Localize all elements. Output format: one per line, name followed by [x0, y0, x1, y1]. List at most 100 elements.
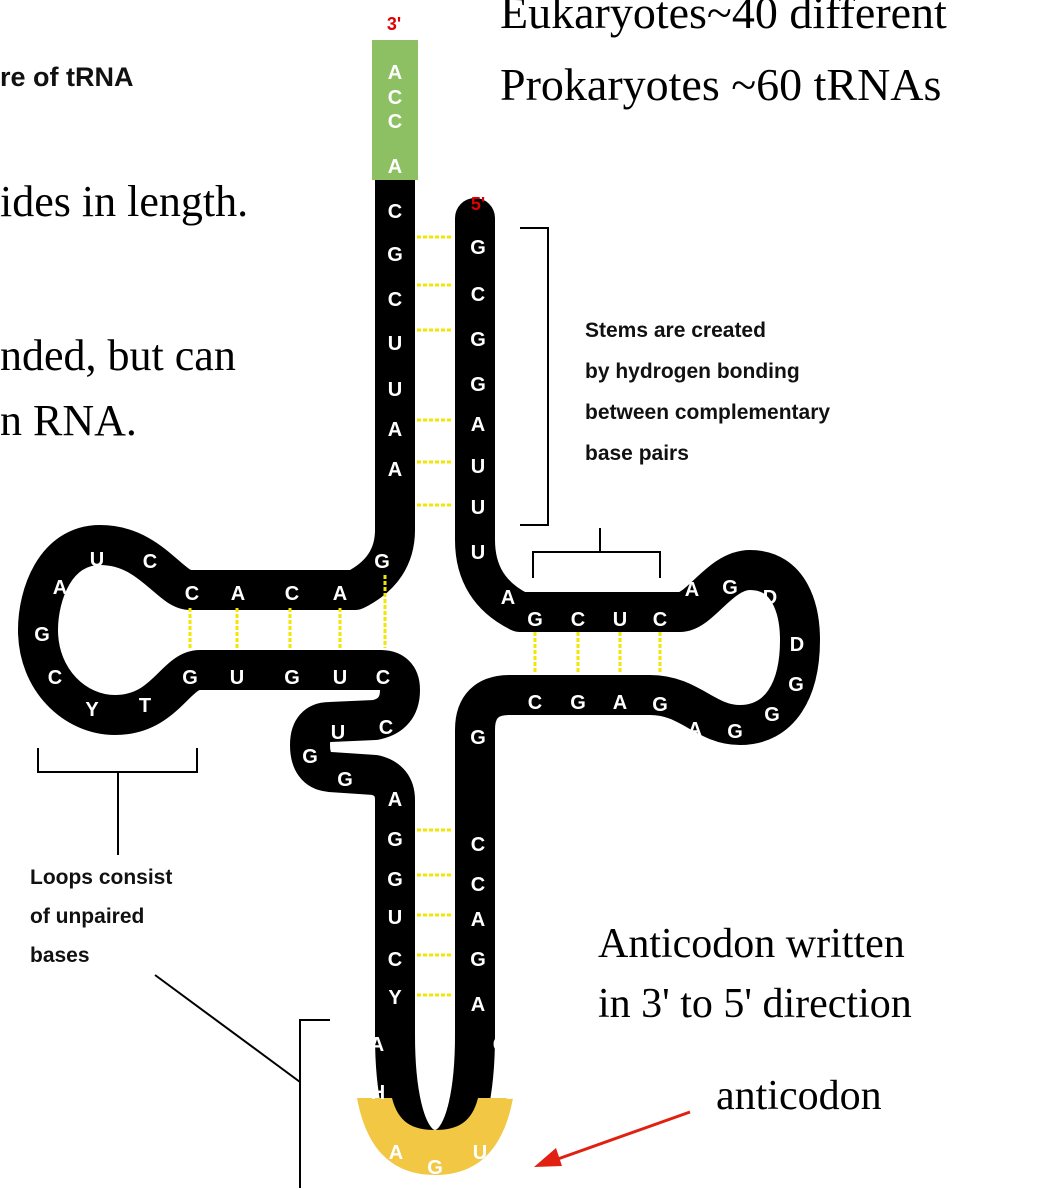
nucleotide-base: G	[374, 551, 390, 573]
nucleotide-base: C	[388, 289, 402, 311]
nucleotide-base: G	[470, 949, 486, 971]
nucleotide-base: A	[688, 719, 702, 741]
stems-callout-line: base pairs	[585, 433, 830, 474]
nucleotide-base: C	[388, 201, 402, 223]
nucleotide-base: G	[470, 374, 486, 396]
nucleotide-base: A	[388, 62, 402, 84]
nucleotide-base: A	[613, 692, 627, 714]
nucleotide-base: D	[790, 634, 804, 656]
nucleotide-base: G	[34, 624, 50, 646]
nucleotide-base: U	[388, 379, 402, 401]
nucleotide-base: C	[376, 667, 390, 689]
stems-callout: Stems are created by hydrogen bonding be…	[585, 310, 830, 474]
stem-bracket	[520, 228, 548, 525]
nucleotide-base: C	[471, 834, 485, 856]
nucleotide-base: G	[387, 869, 403, 891]
nucleotide-base: A	[231, 583, 245, 605]
nucleotide-base: G	[527, 609, 543, 631]
nucleotide-base: U	[473, 1142, 487, 1164]
nucleotide-base: C	[143, 551, 157, 573]
nucleotide-base: G	[764, 704, 780, 726]
nucleotide-base: C	[471, 874, 485, 896]
nucleotide-base: H	[371, 1082, 385, 1104]
nucleotide-base: U	[471, 456, 485, 478]
anticodon-arrow	[534, 1112, 690, 1167]
nucleotide-base: U	[388, 333, 402, 355]
nucleotide-base: Y	[85, 699, 99, 721]
nucleotide-base: A	[388, 789, 402, 811]
nucleotide-base: C	[388, 87, 402, 109]
stem-bracket-top	[533, 552, 660, 578]
nucleotide-base: G	[387, 829, 403, 851]
nucleotide-base: C	[379, 717, 393, 739]
nucleotide-base: C	[571, 609, 585, 631]
eukaryotes-text: Eukaryotes~40 different	[500, 0, 947, 39]
loop-bracket	[38, 748, 197, 772]
nucleotide-base: A	[685, 579, 699, 601]
nucleotide-base: G	[570, 692, 586, 714]
nucleotide-base: G	[182, 667, 198, 689]
stems-callout-line: between complementary	[585, 392, 830, 433]
nucleotide-base: U	[613, 609, 627, 631]
nucleotide-base: A	[471, 909, 485, 931]
loops-callout-line: of unpaired	[30, 897, 172, 936]
nucleotide-base: U	[471, 542, 485, 564]
nucleotide-base: G	[387, 244, 403, 266]
loops-pointer-line	[155, 975, 300, 1082]
stems-callout-line: by hydrogen bonding	[585, 351, 830, 392]
nucleotide-base: C	[493, 1034, 507, 1056]
nucleotide-base: U	[230, 667, 244, 689]
nucleotide-base: C	[388, 949, 402, 971]
nucleotide-base: U	[471, 497, 485, 519]
nucleotide-base: A	[370, 1034, 384, 1056]
nucleotide-base: A	[471, 994, 485, 1016]
nucleotide-base: C	[471, 284, 485, 306]
nucleotide-base: G	[427, 1157, 443, 1179]
prokaryotes-text: Prokaryotes ~60 tRNAs	[500, 58, 941, 111]
nucleotide-base: G	[722, 577, 738, 599]
nucleotide-base: G	[284, 667, 300, 689]
nucleotide-base: C	[285, 583, 299, 605]
nucleotide-base: U	[333, 667, 347, 689]
nucleotide-base: C	[528, 692, 542, 714]
nucleotide-base: C	[185, 583, 199, 605]
stems-callout-line: Stems are created	[585, 310, 830, 351]
stranded-text-fragment: nded, but can	[0, 330, 236, 381]
nucleotide-base: A	[471, 414, 485, 436]
nucleotide-base: U	[503, 1082, 517, 1104]
nucleotide-base: U	[331, 722, 345, 744]
slide-title-fragment: re of tRNA	[0, 62, 134, 93]
anticodon-direction-text: Anticodon written in 3' to 5' direction	[598, 914, 912, 1034]
anticodon-direction-line: Anticodon written	[598, 914, 912, 974]
nucleotide-base: T	[139, 695, 151, 717]
nucleotide-base: G	[337, 769, 353, 791]
nucleotide-base: A	[389, 1142, 403, 1164]
nucleotide-base: G	[652, 694, 668, 716]
nucleotide-base: C	[653, 609, 667, 631]
anticodon-direction-line: in 3' to 5' direction	[598, 974, 912, 1034]
nucleotide-base: A	[388, 459, 402, 481]
nucleotide-base: G	[727, 721, 743, 743]
nucleotide-base: U	[388, 907, 402, 929]
nucleotide-base: A	[388, 156, 402, 178]
nucleotide-base: A	[501, 587, 515, 609]
nucleotide-base: A	[333, 583, 347, 605]
nucleotide-base: G	[470, 237, 486, 259]
nucleotide-base: C	[388, 111, 402, 133]
loops-callout-line: bases	[30, 936, 172, 975]
nucleotide-base: G	[302, 746, 318, 768]
five-prime-label: 5'	[471, 194, 485, 214]
loops-callout-line: Loops consist	[30, 858, 172, 897]
anticodon-label: anticodon	[716, 1072, 882, 1120]
nucleotide-base: U	[90, 549, 104, 571]
nucleotide-base: G	[470, 727, 486, 749]
nucleotide-base: A	[53, 577, 67, 599]
length-text-fragment: ides in length.	[0, 176, 248, 227]
rna-text-fragment: n RNA.	[0, 395, 137, 446]
nucleotide-base: G	[470, 329, 486, 351]
nucleotide-base: Y	[388, 987, 402, 1009]
nucleotide-base: G	[788, 674, 804, 696]
nucleotide-base: A	[388, 419, 402, 441]
anticodon-loop-bracket	[300, 1020, 330, 1188]
